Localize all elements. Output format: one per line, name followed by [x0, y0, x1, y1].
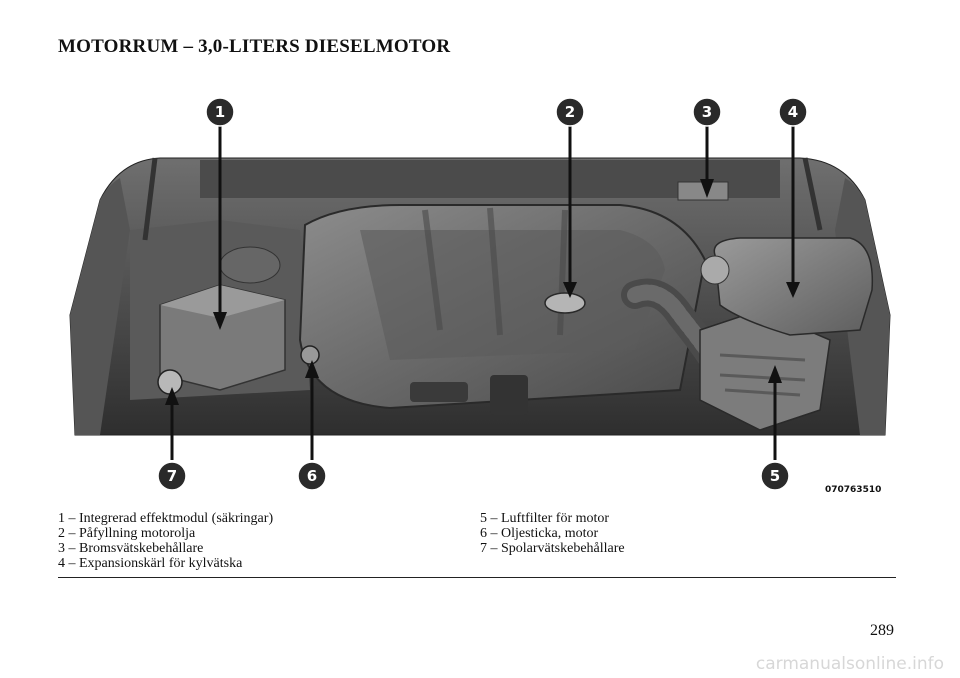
legend-column-right: 5 – Luftfilter för motor 6 – Oljesticka,…: [480, 511, 625, 556]
oil-fill-cap: [544, 292, 586, 314]
watermark: carmanualsonline.info: [755, 654, 944, 674]
callout-5-label: 5: [770, 467, 780, 485]
legend-item: 3 – Bromsvätskebehållare: [58, 541, 204, 556]
dipstick-handle: [300, 345, 320, 365]
callout-3: 3: [692, 97, 722, 127]
left-fender: [70, 178, 130, 435]
callout-4-label: 4: [788, 103, 798, 121]
washer-cap: [157, 369, 183, 395]
legend-item: 5 – Luftfilter för motor: [480, 511, 610, 526]
legend-item: 4 – Expansionskärl för kylvätska: [58, 556, 243, 571]
callout-1: 1: [205, 97, 235, 127]
callout-2-label: 2: [565, 103, 575, 121]
callout-6: 6: [297, 461, 327, 491]
divider: [58, 577, 896, 578]
page-number: 289: [870, 622, 894, 639]
legend-item: 6 – Oljesticka, motor: [480, 526, 599, 541]
callout-arrows: [165, 123, 800, 460]
reservoir-cap-left: [219, 246, 281, 284]
callout-2: 2: [555, 97, 585, 127]
callout-7-label: 7: [167, 467, 177, 485]
page-title: MOTORRUM – 3,0-LITERS DIESELMOTOR: [58, 36, 451, 57]
callout-1-label: 1: [215, 103, 225, 121]
callout-4: 4: [778, 97, 808, 127]
legend-column-left: 1 – Integrerad effektmodul (säkringar) 2…: [58, 511, 273, 571]
engine-illustration: 1 2 3 4 5 6 7 070763510: [69, 97, 891, 495]
callout-3-label: 3: [702, 103, 712, 121]
figure-code: 070763510: [825, 485, 881, 495]
callout-7: 7: [157, 461, 187, 491]
legend-item: 1 – Integrerad effektmodul (säkringar): [58, 511, 274, 526]
legend-item: 7 – Spolarvätskebehållare: [480, 541, 625, 556]
legend-item: 2 – Påfyllning motorolja: [58, 526, 196, 541]
callout-6-label: 6: [307, 467, 317, 485]
engine-compartment-figure: 1 2 3 4 5 6 7 070763510: [60, 90, 900, 500]
cover-slot: [410, 382, 468, 402]
callout-5: 5: [760, 461, 790, 491]
